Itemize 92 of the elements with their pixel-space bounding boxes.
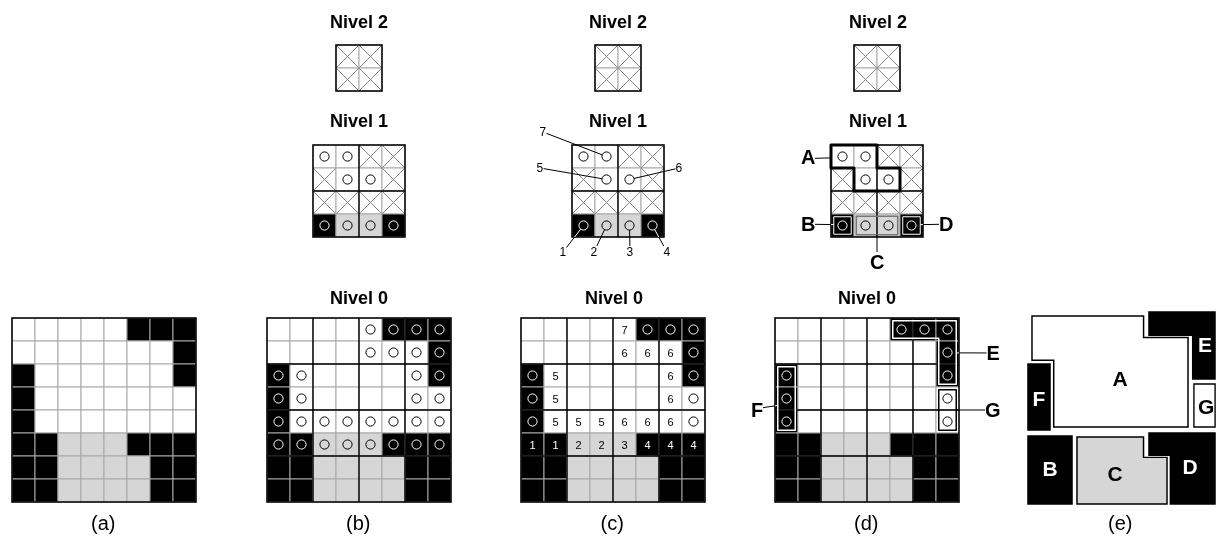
leader-line	[814, 223, 835, 226]
cell-number: 5	[575, 416, 582, 428]
cell-number: 2	[575, 439, 582, 451]
cell-number: 6	[644, 347, 651, 359]
cell-number: 6	[667, 416, 674, 428]
level-title: Nivel 0	[330, 289, 389, 307]
cell-number: 1	[552, 439, 559, 451]
cell-number: 6	[667, 393, 674, 405]
leader-line	[629, 229, 631, 247]
region-label: F	[1032, 387, 1046, 409]
callout-number: 7	[539, 126, 547, 138]
region-shape	[1193, 383, 1216, 428]
level-title: Nivel 2	[330, 13, 389, 31]
circle-mark	[624, 174, 635, 185]
region-outline	[892, 320, 957, 385]
cell-number: 5	[552, 370, 559, 382]
region-shape	[1148, 432, 1216, 505]
cell-number: 7	[621, 324, 628, 336]
cell-number: 5	[552, 416, 559, 428]
callout-letter: G	[985, 400, 1001, 420]
region-shape	[1031, 315, 1189, 428]
level-title: Nivel 1	[849, 112, 908, 130]
region-label: B	[1042, 457, 1058, 479]
cell-number: 5	[598, 416, 605, 428]
level-title: Nivel 2	[849, 13, 908, 31]
region-outline	[777, 366, 796, 431]
callout-letter: F	[751, 400, 764, 420]
cell-number: 4	[644, 439, 651, 451]
cell-number: 4	[690, 439, 697, 451]
callout-letter: B	[801, 214, 816, 234]
callout-number: 6	[675, 162, 683, 174]
region-label: C	[1107, 462, 1123, 484]
panel-label: (c)	[600, 513, 624, 533]
callout-number: 2	[590, 246, 598, 258]
leader-line	[762, 404, 779, 409]
panel-label: (d)	[854, 513, 879, 533]
region-shape	[1027, 435, 1073, 505]
cell-number: 6	[621, 347, 628, 359]
region-outline	[829, 143, 902, 193]
cell-number: 6	[644, 416, 651, 428]
panel-label: (b)	[346, 513, 371, 533]
level-title: Nivel 0	[838, 289, 897, 307]
region-label: G	[1198, 395, 1215, 417]
leader-line	[566, 228, 582, 248]
leader-line	[814, 157, 832, 159]
callout-number: 3	[626, 246, 634, 258]
cell-number: 3	[621, 439, 628, 451]
region-shape	[1148, 311, 1216, 380]
circle-mark	[601, 151, 612, 162]
circle-mark	[601, 174, 612, 185]
leader-line	[955, 352, 987, 354]
cell-number: 6	[621, 416, 628, 428]
region-outline	[833, 216, 852, 235]
circle-mark	[647, 220, 658, 231]
region-shape	[1076, 436, 1168, 505]
callout-letter: C	[870, 252, 885, 272]
region-outline	[855, 215, 899, 236]
cell-number: 5	[552, 393, 559, 405]
panel-label: (a)	[91, 513, 116, 533]
region-label: D	[1182, 455, 1198, 477]
region-label: E	[1198, 333, 1212, 355]
cell-number: 1	[529, 439, 536, 451]
cell-number: 4	[667, 439, 674, 451]
circle-mark	[624, 220, 635, 231]
leader-line	[919, 223, 940, 226]
region-label: A	[1112, 367, 1128, 389]
leader-line	[876, 234, 878, 253]
circle-mark	[601, 220, 612, 231]
leader-line	[654, 229, 665, 247]
circle-mark	[578, 220, 589, 231]
callout-letter: E	[986, 343, 1000, 363]
region-outline	[902, 216, 921, 235]
cell-number: 6	[667, 370, 674, 382]
leader-line	[546, 132, 603, 156]
leader-line	[596, 229, 606, 247]
level-title: Nivel 1	[589, 112, 648, 130]
cell-number: 6	[667, 347, 674, 359]
callout-number: 5	[536, 162, 544, 174]
level-title: Nivel 2	[589, 13, 648, 31]
panel-label: (e)	[1108, 513, 1133, 533]
level-title: Nivel 1	[330, 112, 389, 130]
cell-number: 2	[598, 439, 605, 451]
leader-line	[543, 168, 603, 180]
callout-letter: D	[939, 214, 954, 234]
leader-line	[633, 168, 676, 179]
region-shape	[1027, 363, 1051, 431]
leader-line	[955, 409, 986, 411]
callout-number: 1	[559, 246, 567, 258]
region-outline	[938, 389, 957, 431]
callout-letter: A	[801, 147, 816, 167]
callout-number: 4	[663, 246, 671, 258]
level-title: Nivel 0	[585, 289, 644, 307]
